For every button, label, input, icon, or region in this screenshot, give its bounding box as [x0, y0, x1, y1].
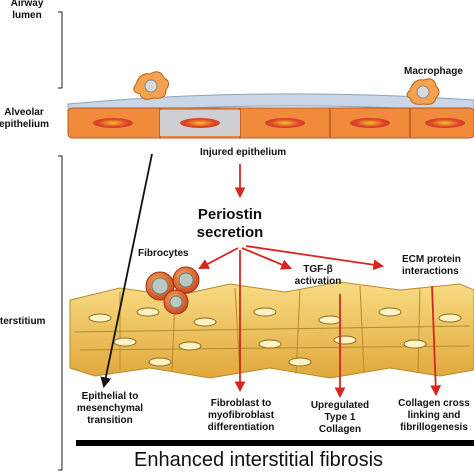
macrophage-cell	[406, 78, 440, 105]
black-emt-arrow	[100, 153, 153, 389]
nucleus	[180, 118, 220, 128]
nucleus	[350, 118, 390, 128]
fibrocyte-cluster	[145, 266, 200, 315]
interstitium-label: Interstitium	[0, 316, 46, 327]
fibrocytes-label: Fibrocytes	[138, 248, 189, 259]
fibrocyte-cell	[163, 289, 189, 315]
enhanced-fibrosis-title: Enhanced interstitial fibrosis	[134, 449, 384, 471]
macrophage-label: Macrophage	[404, 66, 463, 77]
nucleus	[425, 118, 465, 128]
macrophage-cell	[133, 71, 170, 100]
alveolar-epithelium-layer	[67, 93, 474, 139]
fibroblast-layer	[69, 281, 474, 379]
red-arrows	[198, 164, 442, 399]
airway-bracket	[58, 11, 63, 89]
nucleus	[93, 118, 133, 128]
fibrocyte-cell	[172, 266, 200, 294]
injured-epithelium-label: Injured epithelium	[200, 147, 287, 158]
nucleus	[265, 118, 305, 128]
baseline-bar	[76, 440, 474, 446]
interstitium-bracket	[58, 155, 63, 471]
